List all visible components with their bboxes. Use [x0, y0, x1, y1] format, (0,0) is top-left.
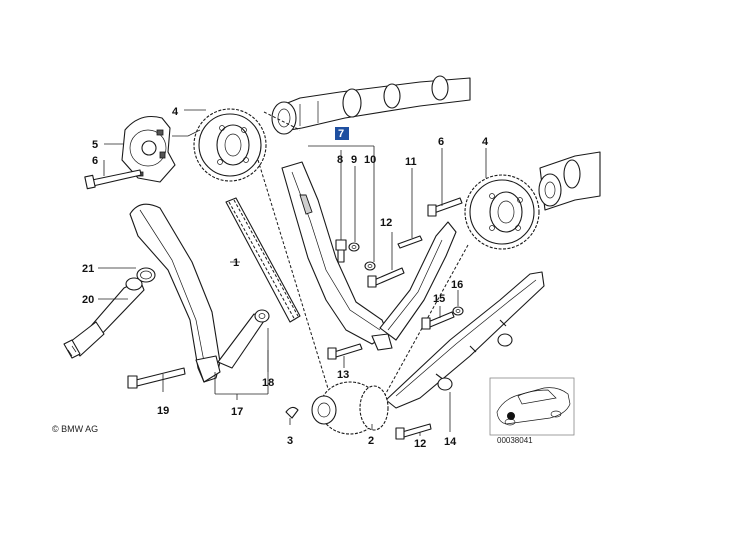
label-10: 10 — [364, 154, 376, 166]
bolt-13 — [327, 343, 363, 360]
guide-rail-center — [281, 161, 393, 351]
pin-11 — [397, 235, 423, 249]
seal-ring-21 — [136, 267, 156, 283]
label-20: 20 — [82, 294, 94, 306]
bolt-19 — [127, 367, 186, 389]
woodruff-key — [285, 406, 299, 419]
label-13: 13 — [337, 369, 349, 381]
bolt-12-lower — [395, 423, 432, 440]
guide-rail-right — [379, 221, 457, 341]
label-4-left: 4 — [172, 106, 179, 118]
label-12-lower: 12 — [414, 438, 426, 450]
label-15: 15 — [433, 293, 445, 305]
bolt-6-left — [84, 169, 142, 190]
chain-tensioner-20 — [63, 277, 145, 359]
bolt-12-upper — [367, 267, 405, 288]
label-12-upper: 12 — [380, 217, 392, 229]
diagram-code: 00038041 — [497, 436, 533, 445]
label-2: 2 — [368, 435, 374, 447]
tensioner-rail — [129, 203, 221, 383]
label-11: 11 — [405, 156, 417, 168]
copyright-text: © BMW AG — [52, 424, 99, 434]
timing-chain — [225, 197, 301, 323]
chain-run-top — [263, 111, 301, 131]
label-21: 21 — [82, 263, 94, 275]
camshaft-upper — [271, 75, 471, 135]
camshaft-sprocket-right — [464, 174, 540, 250]
camshaft-right — [538, 151, 601, 211]
part-7-highlight — [335, 127, 349, 140]
bolt-15 — [421, 311, 455, 330]
tensioner-lever — [217, 309, 270, 369]
leader-lines — [98, 109, 487, 436]
bolt-6-right — [427, 197, 463, 217]
chain-run-left — [257, 159, 331, 396]
label-7: 7 — [338, 128, 344, 140]
label-4-right: 4 — [482, 136, 489, 148]
location-marker — [507, 412, 515, 420]
label-18: 18 — [262, 377, 274, 389]
label-3: 3 — [287, 435, 293, 447]
washer-9 — [348, 242, 360, 252]
label-9: 9 — [351, 154, 357, 166]
camshaft-sprocket-left — [193, 108, 267, 182]
label-17: 17 — [231, 406, 243, 418]
crankshaft-sprocket — [311, 381, 389, 435]
label-6-right: 6 — [438, 136, 444, 148]
label-14: 14 — [444, 436, 457, 448]
vehicle-inset — [489, 377, 575, 436]
label-1: 1 — [233, 257, 239, 269]
label-5: 5 — [92, 139, 98, 151]
label-6-left: 6 — [92, 155, 98, 167]
washer-10 — [364, 261, 376, 271]
impulse-wheel — [121, 115, 176, 183]
label-19: 19 — [157, 405, 169, 417]
bolt-8 — [335, 239, 347, 263]
washer-16 — [452, 306, 464, 316]
chain-guide-14 — [385, 271, 545, 409]
label-16: 16 — [451, 279, 463, 291]
label-8: 8 — [337, 154, 343, 166]
